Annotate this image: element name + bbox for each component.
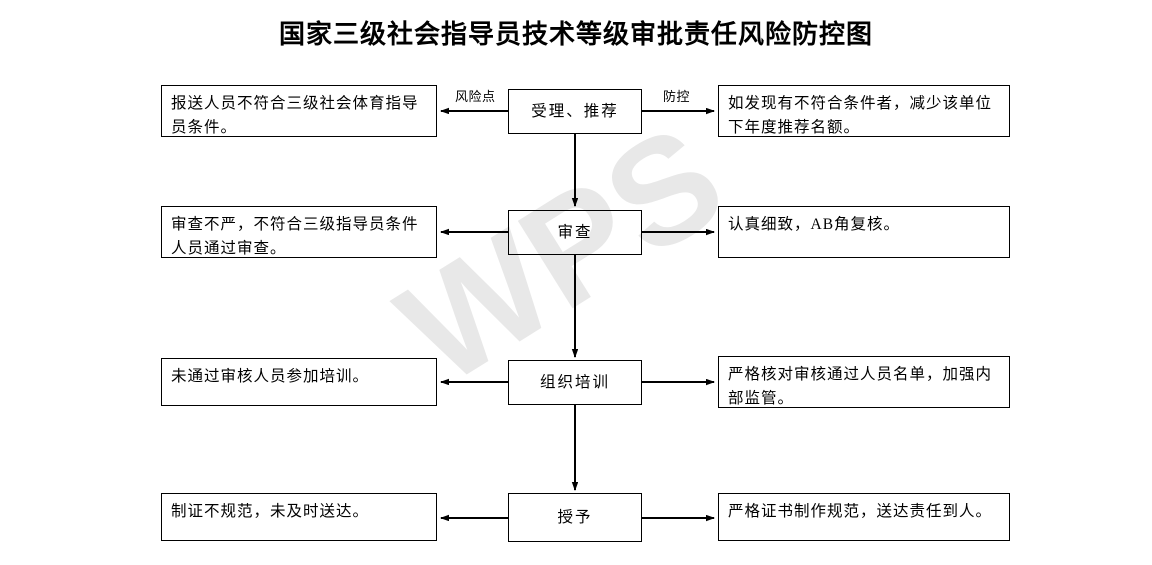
risk-box-1-text: 报送人员不符合三级社会体育指导员条件。 xyxy=(171,95,419,136)
control-box-4-text: 严格证书制作规范，送达责任到人。 xyxy=(728,503,993,520)
process-box-1[interactable]: 受理、推荐 xyxy=(508,89,642,134)
process-box-3[interactable]: 组织培训 xyxy=(508,360,642,405)
risk-box-2-text: 审查不严，不符合三级指导员条件人员通过审查。 xyxy=(171,216,419,257)
edge-label-control: 防控 xyxy=(663,89,691,104)
risk-box-1[interactable]: 报送人员不符合三级社会体育指导员条件。 xyxy=(161,85,437,137)
process-box-2-text: 审查 xyxy=(557,223,593,241)
control-box-3-text: 严格核对审核通过人员名单，加强内部监管。 xyxy=(728,366,993,407)
control-box-1-text: 如发现有不符合条件者，减少该单位下年度推荐名额。 xyxy=(728,95,993,136)
process-box-4-text: 授予 xyxy=(557,508,593,526)
process-box-4[interactable]: 授予 xyxy=(508,493,642,542)
control-box-1[interactable]: 如发现有不符合条件者，减少该单位下年度推荐名额。 xyxy=(718,85,1010,137)
control-box-3[interactable]: 严格核对审核通过人员名单，加强内部监管。 xyxy=(718,356,1010,408)
edge-label-risk: 风险点 xyxy=(455,89,496,104)
risk-box-3-text: 未通过审核人员参加培训。 xyxy=(171,368,370,385)
control-box-4[interactable]: 严格证书制作规范，送达责任到人。 xyxy=(718,493,1010,541)
control-box-2-text: 认真细致，AB角复核。 xyxy=(728,216,901,233)
risk-box-4[interactable]: 制证不规范，未及时送达。 xyxy=(161,493,437,541)
page-title: 国家三级社会指导员技术等级审批责任风险防控图 xyxy=(278,19,873,49)
process-box-1-text: 受理、推荐 xyxy=(531,102,619,120)
risk-box-2[interactable]: 审查不严，不符合三级指导员条件人员通过审查。 xyxy=(161,206,437,258)
risk-box-3[interactable]: 未通过审核人员参加培训。 xyxy=(161,358,437,406)
process-box-3-text: 组织培训 xyxy=(539,373,610,391)
control-box-2[interactable]: 认真细致，AB角复核。 xyxy=(718,206,1010,258)
process-box-2[interactable]: 审查 xyxy=(508,210,642,255)
risk-box-4-text: 制证不规范，未及时送达。 xyxy=(171,503,370,520)
